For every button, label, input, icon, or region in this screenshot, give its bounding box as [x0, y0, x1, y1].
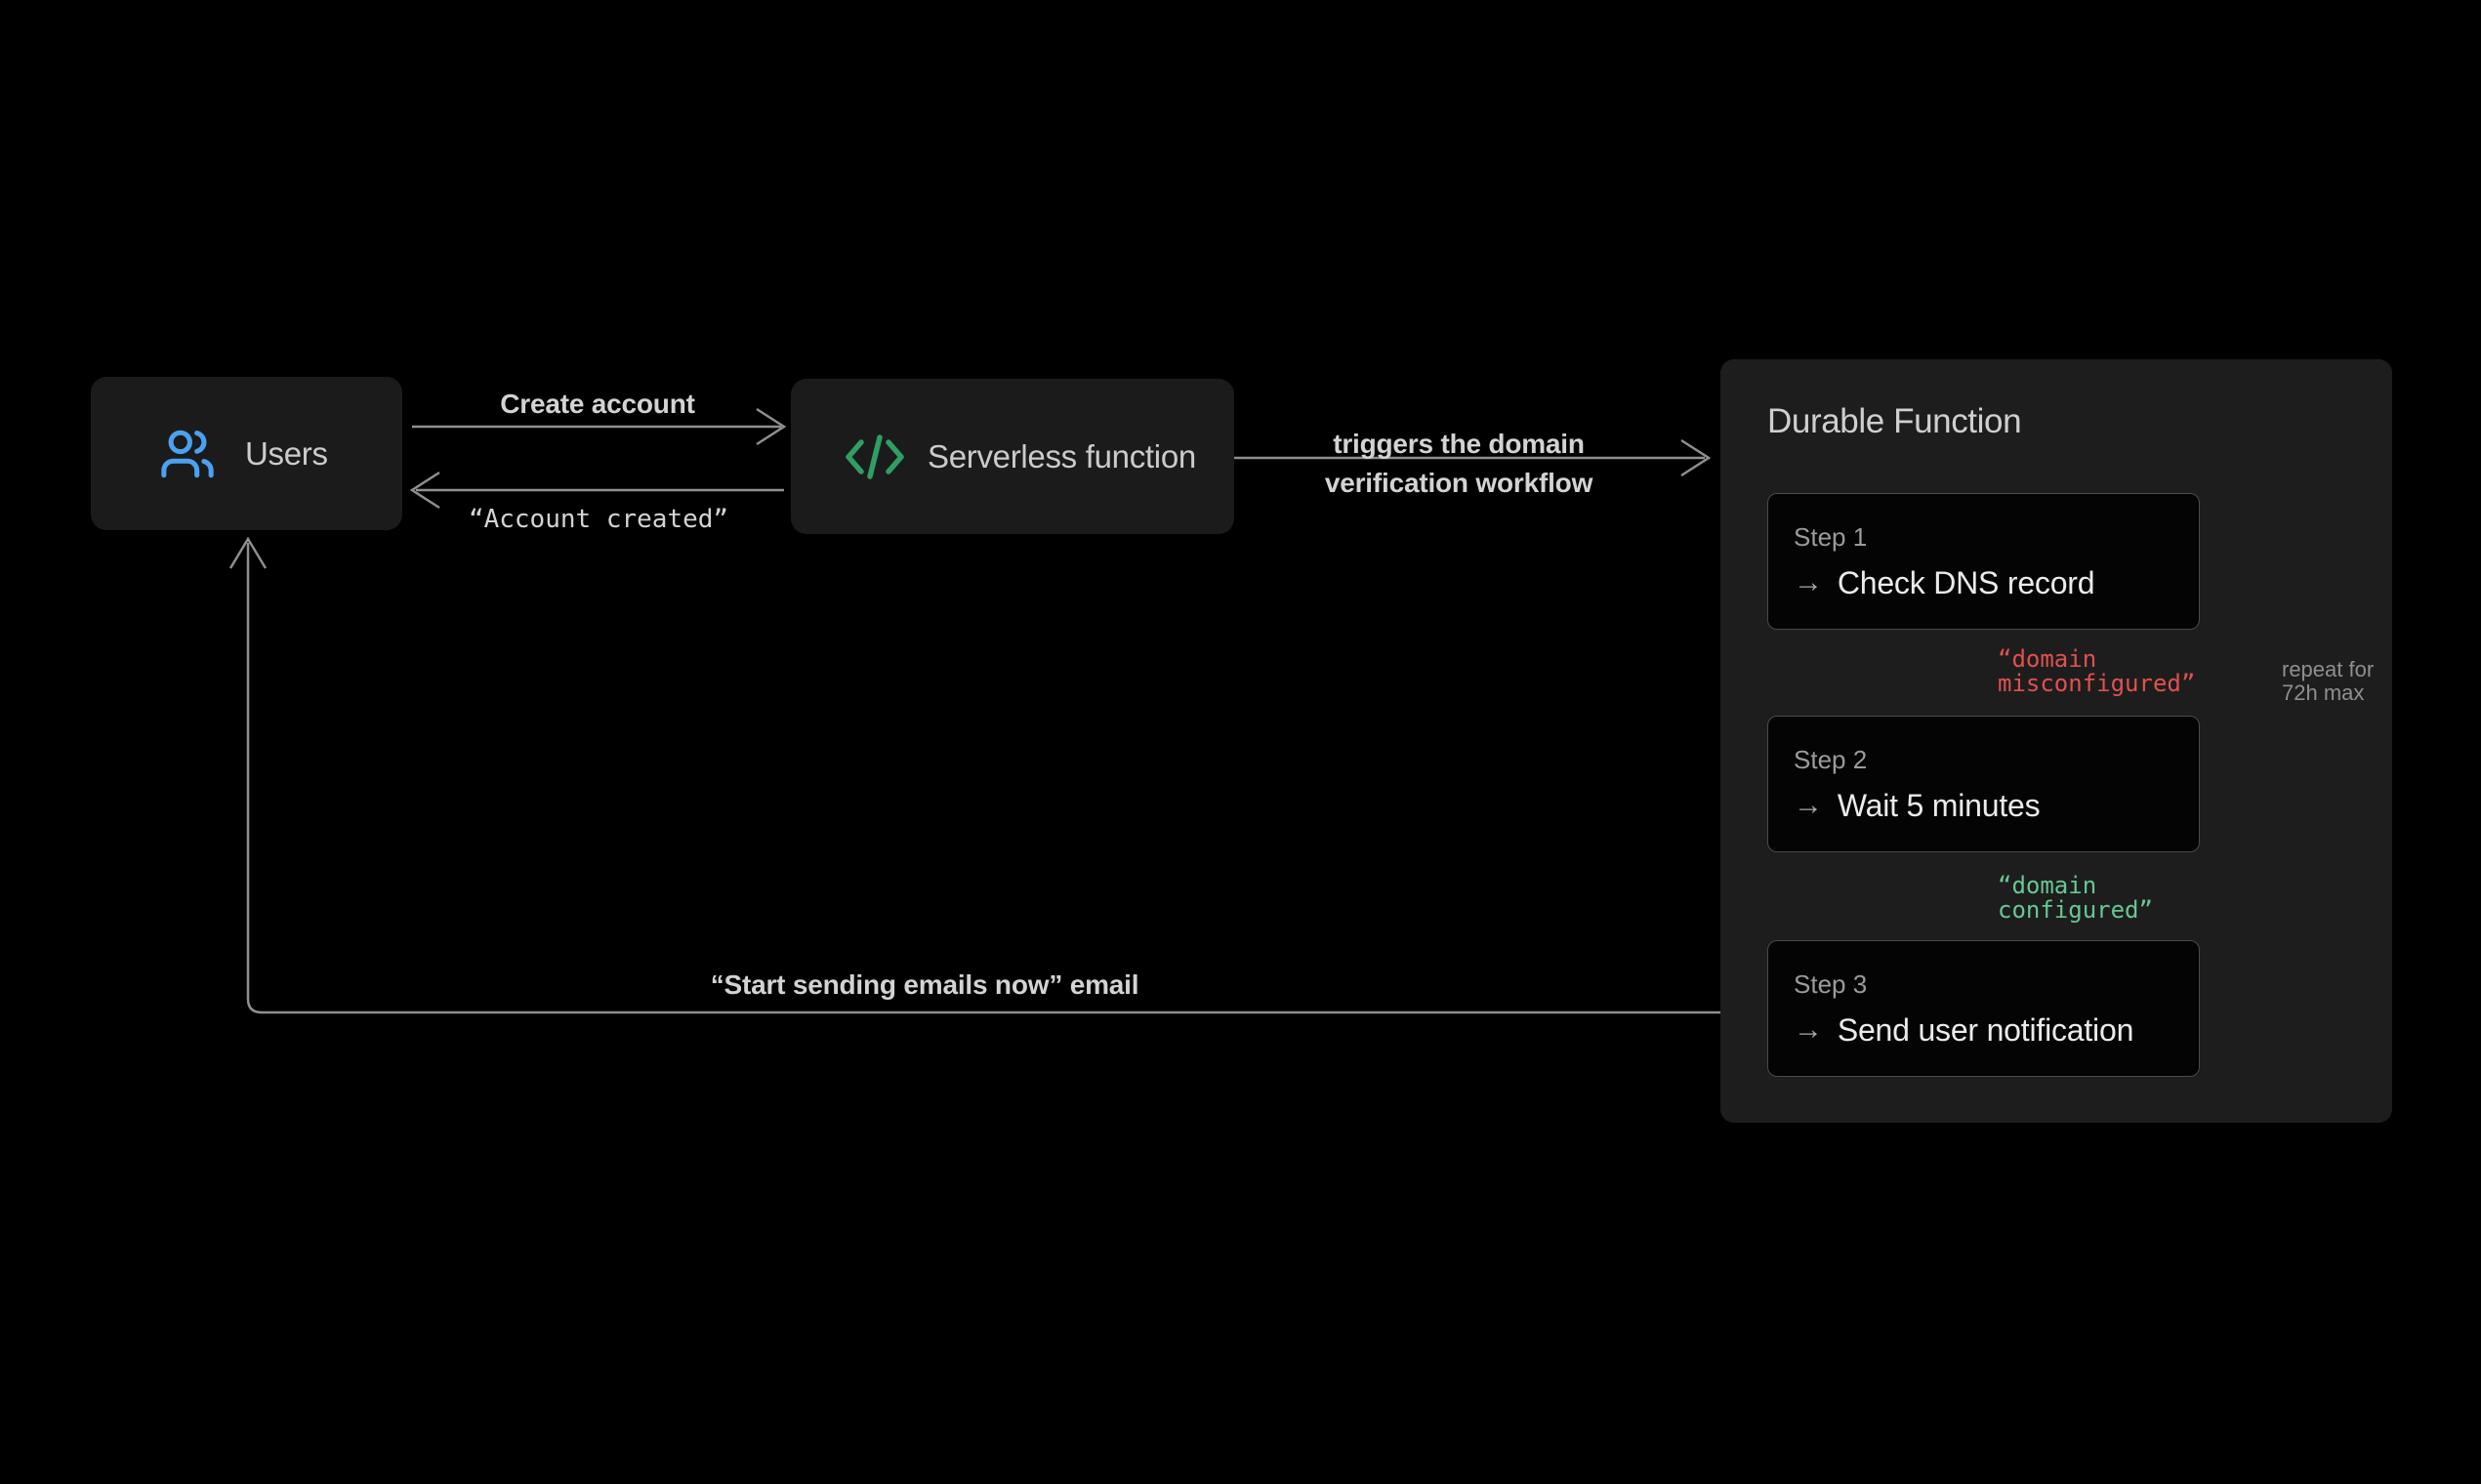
step-3-label: Step 3: [1794, 969, 1868, 999]
step-2-action: → Wait 5 minutes: [1794, 788, 2199, 824]
label-domain-misconfigured: “domain misconfigured”: [1998, 647, 2195, 696]
code-icon: [844, 433, 906, 480]
edge-label-account-created: “Account created”: [468, 505, 729, 534]
label-repeat-line1: repeat for: [2282, 657, 2375, 681]
arrow-right-icon: →: [1794, 789, 1823, 821]
label-domain-misconfigured-line2: misconfigured”: [1998, 670, 2196, 697]
arrow-right-icon: →: [1794, 1013, 1823, 1046]
label-domain-misconfigured-line1: “domain: [1998, 645, 2097, 673]
edge-label-create-account: Create account: [500, 389, 695, 419]
edge-label-start-sending-email: “Start sending emails now” email: [710, 969, 1139, 1000]
label-domain-configured-line1: “domain: [1998, 872, 2097, 899]
step-2-action-text: Wait 5 minutes: [1837, 787, 2041, 823]
step-1-box: Step 1 → Check DNS record: [1767, 493, 2200, 630]
label-repeat-line2: 72h max: [2282, 680, 2365, 705]
label-domain-configured: “domain configured”: [1998, 874, 2153, 923]
step-1-action-text: Check DNS record: [1837, 564, 2095, 600]
durable-function-title: Durable Function: [1767, 402, 2022, 440]
node-users-label: Users: [245, 434, 328, 472]
edge-label-triggers-line1: triggers the domain: [1333, 429, 1585, 459]
step-2-box: Step 2 → Wait 5 minutes: [1767, 716, 2200, 852]
edge-label-triggers-workflow: triggers the domain verification workflo…: [1325, 425, 1592, 503]
step-3-box: Step 3 → Send user notification: [1767, 940, 2200, 1077]
node-serverless: Serverless function: [791, 379, 1234, 534]
label-repeat-72h: repeat for 72h max: [2282, 658, 2374, 705]
step-3-action-text: Send user notification: [1837, 1011, 2134, 1048]
label-domain-configured-line2: configured”: [1998, 896, 2153, 924]
arrow-send-email: [228, 536, 1767, 1014]
users-icon: [159, 426, 216, 482]
node-users: Users: [91, 377, 402, 530]
edge-label-triggers-line2: verification workflow: [1324, 468, 1593, 498]
step-1-label: Step 1: [1794, 521, 1868, 552]
arrow-right-icon: →: [1794, 566, 1823, 598]
node-serverless-label: Serverless function: [928, 437, 1196, 474]
step-3-action: → Send user notification: [1794, 1012, 2199, 1049]
step-2-label: Step 2: [1794, 744, 1868, 774]
step-1-action: → Check DNS record: [1794, 565, 2199, 601]
arrow-account-created: [409, 471, 784, 510]
durable-function-panel: Durable Function Step 1 → Check DNS reco…: [1720, 359, 2392, 1123]
